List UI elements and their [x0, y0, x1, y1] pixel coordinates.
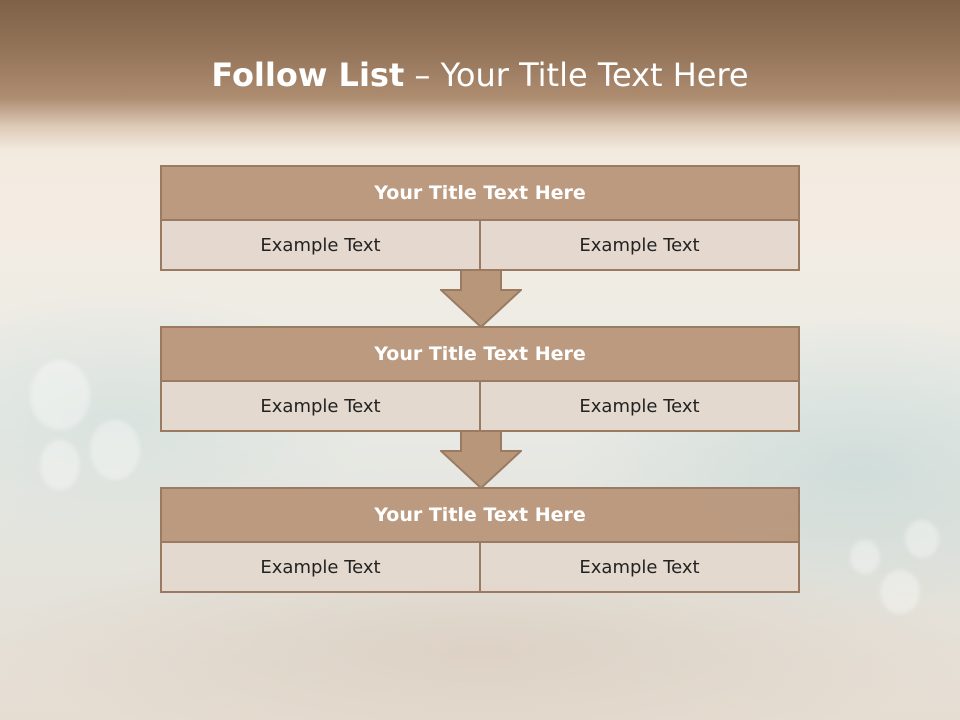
block-cell-right: Example Text: [481, 543, 800, 593]
block-cell-left: Example Text: [160, 221, 481, 271]
block-cell-right: Example Text: [481, 382, 800, 432]
list-block-2: Your Title Text Here Example Text Exampl…: [160, 326, 800, 432]
slide-title-bold: Follow List: [211, 56, 405, 94]
down-arrow-icon: [440, 431, 522, 489]
block-title: Your Title Text Here: [160, 165, 800, 221]
slide-title: Follow List – Your Title Text Here: [0, 56, 960, 94]
down-arrow-icon: [440, 270, 522, 328]
block-row: Example Text Example Text: [160, 221, 800, 271]
header-band: [0, 0, 960, 150]
block-cell-left: Example Text: [160, 382, 481, 432]
slide-title-text: Your Title Text Here: [440, 56, 749, 94]
block-title: Your Title Text Here: [160, 487, 800, 543]
block-cell-left: Example Text: [160, 543, 481, 593]
block-row: Example Text Example Text: [160, 543, 800, 593]
list-block-1: Your Title Text Here Example Text Exampl…: [160, 165, 800, 271]
block-row: Example Text Example Text: [160, 382, 800, 432]
block-cell-right: Example Text: [481, 221, 800, 271]
block-title: Your Title Text Here: [160, 326, 800, 382]
slide-title-separator: –: [404, 56, 441, 94]
list-block-3: Your Title Text Here Example Text Exampl…: [160, 487, 800, 593]
